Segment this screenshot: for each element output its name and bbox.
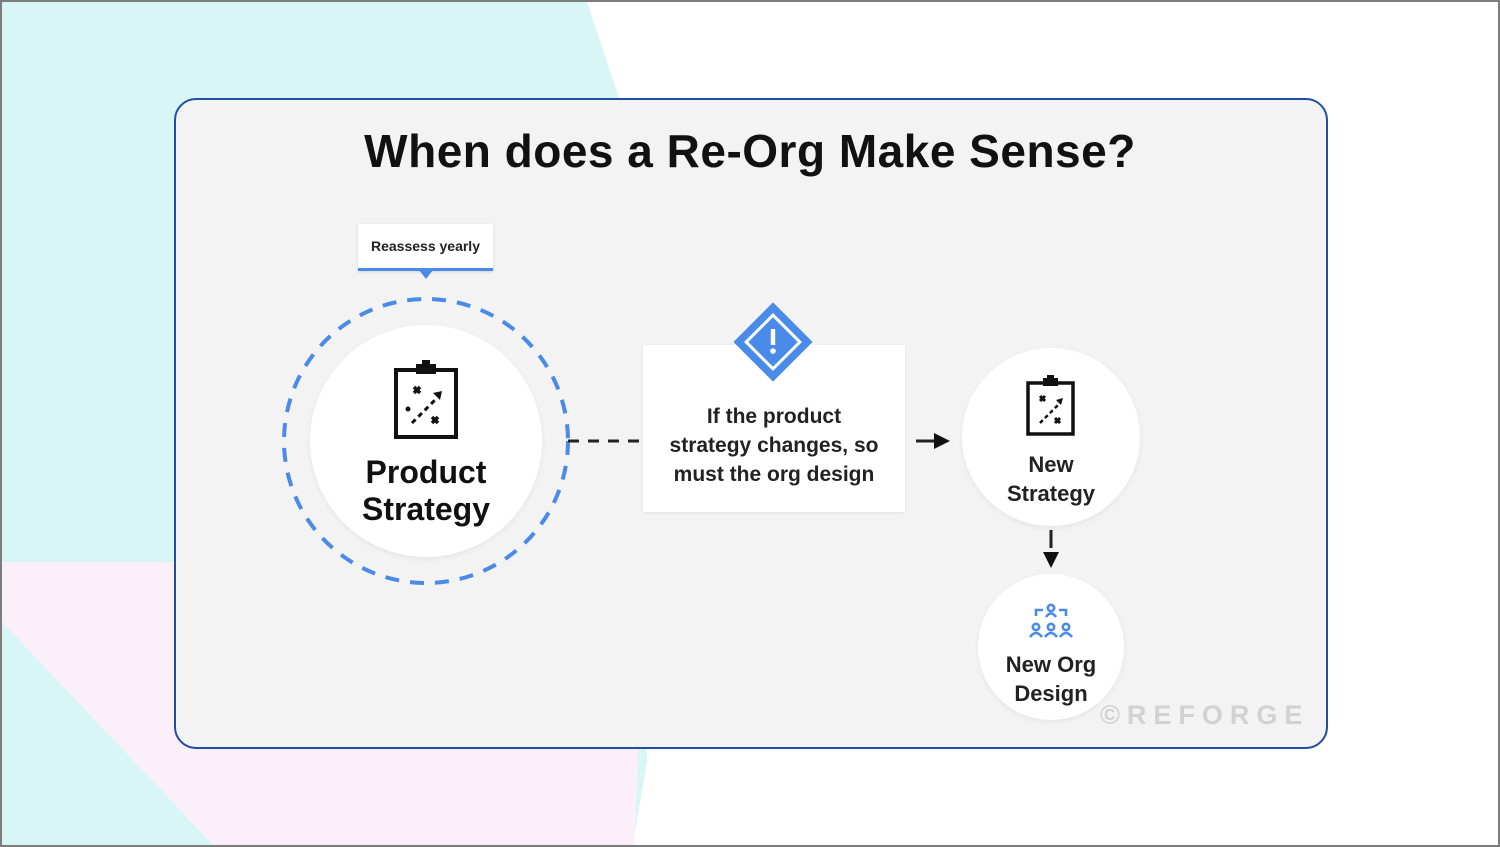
org-chart-icon: [1028, 603, 1074, 638]
new-strategy-line1: New: [1028, 452, 1074, 477]
new-strategy-line2: Strategy: [1006, 481, 1096, 506]
callout-line2: strategy changes, so: [669, 434, 879, 457]
diagram-title: When does a Re-Org Make Sense?: [364, 125, 1136, 177]
dashed-cycle-ring: [282, 297, 570, 585]
new-org-design-label: New Org Design: [978, 650, 1124, 708]
new-strategy-label: New Strategy: [962, 450, 1140, 508]
reforge-watermark: ©REFORGE: [1100, 700, 1310, 730]
new-org-design-node: [978, 574, 1124, 720]
tag-pointer: [419, 270, 433, 279]
new-strategy-clipboard-icon: [1026, 375, 1075, 436]
product-strategy-line1: Product: [365, 454, 487, 490]
callout-line1: If the product: [706, 405, 842, 428]
arrow-right-icon: [934, 433, 950, 449]
new-org-design-line2: Design: [1014, 681, 1088, 706]
arrow-down-icon: [1043, 552, 1059, 568]
product-strategy-line2: Strategy: [361, 491, 491, 527]
callout-line3: must the org design: [673, 463, 875, 486]
callout-text: If the product strategy changes, so must…: [643, 402, 905, 489]
product-strategy-label: Product Strategy: [310, 454, 542, 528]
new-org-design-line1: New Org: [1005, 652, 1097, 677]
warning-diamond-icon: [733, 302, 813, 382]
strategy-clipboard-icon: [394, 360, 458, 439]
reassess-tag: Reassess yearly: [358, 224, 493, 271]
